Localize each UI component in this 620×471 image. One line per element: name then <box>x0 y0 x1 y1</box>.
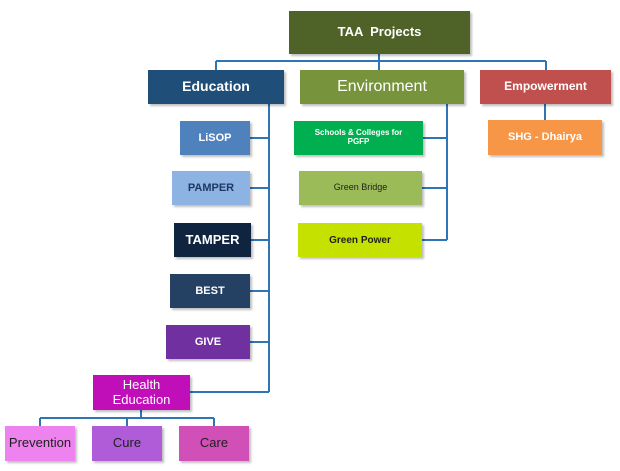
node-cure: Cure <box>92 426 162 461</box>
category-empowerment-label: Empowerment <box>504 79 587 94</box>
root-node-label: TAA Projects <box>337 24 422 40</box>
node-green-bridge-label: Green Bridge <box>333 182 388 193</box>
node-give-label: GIVE <box>194 335 222 348</box>
node-health-education: Health Education <box>93 375 190 410</box>
node-care: Care <box>179 426 249 461</box>
node-tamper: TAMPER <box>174 223 251 257</box>
category-education-label: Education <box>182 78 250 95</box>
node-prevention: Prevention <box>5 426 75 461</box>
node-green-bridge: Green Bridge <box>299 171 422 205</box>
node-schools-colleges-pgfp-label: Schools & Colleges for PGFP <box>314 128 403 146</box>
node-lisop-label: LiSOP <box>198 131 232 144</box>
node-best: BEST <box>170 274 250 308</box>
node-pamper: PAMPER <box>172 171 250 205</box>
node-schools-colleges-pgfp: Schools & Colleges for PGFP <box>294 121 423 155</box>
node-give: GIVE <box>166 325 250 359</box>
node-prevention-label: Prevention <box>8 435 72 451</box>
node-care-label: Care <box>199 435 229 451</box>
node-shg-dhairya-label: SHG - Dhairya <box>508 131 582 144</box>
node-shg-dhairya: SHG - Dhairya <box>488 120 602 155</box>
node-tamper-label: TAMPER <box>185 231 240 247</box>
category-environment: Environment <box>300 70 464 104</box>
node-lisop: LiSOP <box>180 121 250 155</box>
node-best-label: BEST <box>195 284 225 297</box>
node-health-education-label: Health Education <box>112 377 171 407</box>
node-green-power: Green Power <box>298 223 422 257</box>
category-empowerment: Empowerment <box>480 70 611 104</box>
node-green-power-label: Green Power <box>329 234 391 246</box>
category-education: Education <box>148 70 284 104</box>
root-node-taa-projects: TAA Projects <box>289 11 470 54</box>
category-environment-label: Environment <box>337 78 427 96</box>
node-cure-label: Cure <box>112 435 142 451</box>
node-pamper-label: PAMPER <box>187 181 235 194</box>
